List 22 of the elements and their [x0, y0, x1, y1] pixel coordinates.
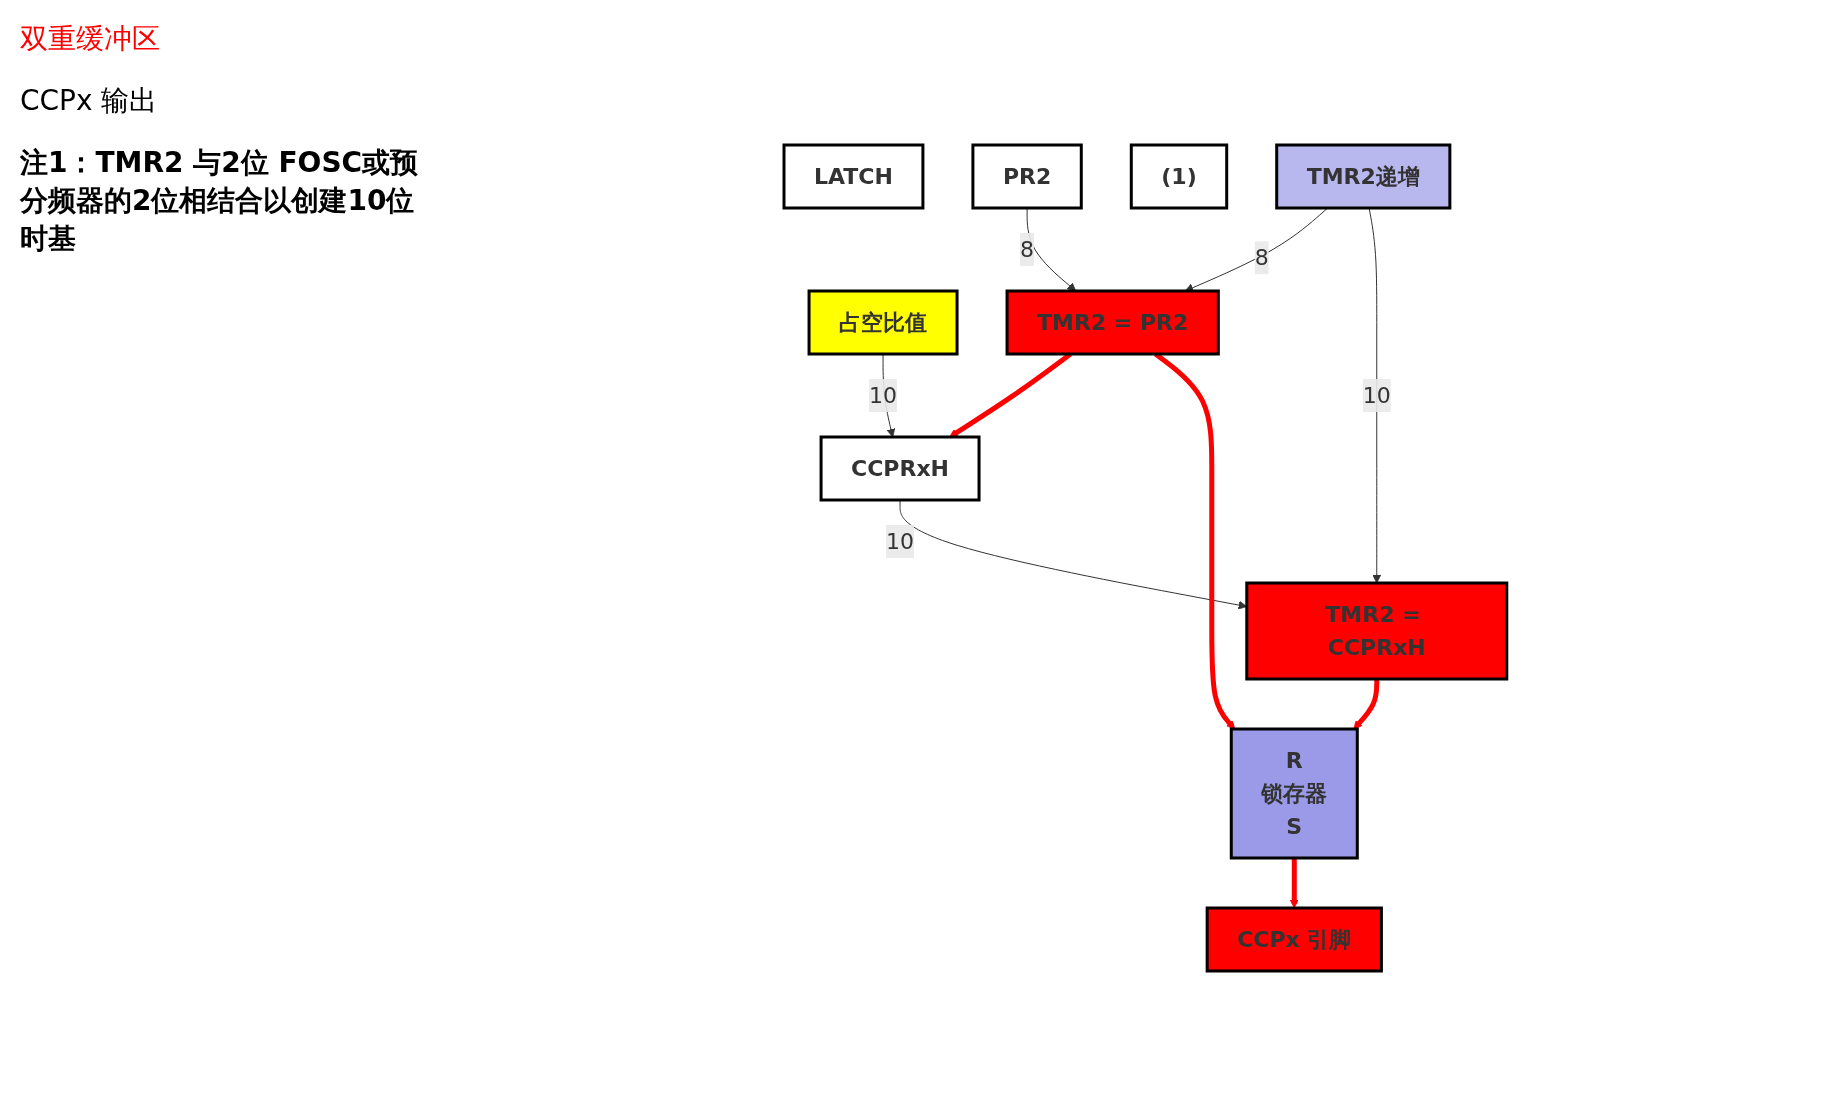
arrow	[1289, 857, 1299, 908]
buffer-label: 双重缓冲区	[20, 21, 161, 57]
edge-label: 8	[1019, 236, 1034, 262]
edge-label: 10	[1362, 382, 1391, 408]
arrow	[899, 499, 1247, 609]
waveform-label: CCPx 输出	[20, 83, 159, 119]
edge-label: 10	[885, 528, 914, 554]
node-box: TMR2 = PR2	[1005, 289, 1220, 355]
node-box: (1)	[1129, 143, 1228, 209]
node-box: CCPRxH	[819, 435, 981, 501]
node-box: TMR2 = CCPRxH	[1244, 581, 1508, 680]
arrow	[1368, 207, 1381, 583]
node-box: LATCH	[782, 143, 924, 209]
footnote-text: 注1：TMR2 与2位 FOSC或预分频器的2位相结合以创建10位时基	[20, 145, 420, 257]
node-box: TMR2递增	[1274, 143, 1451, 209]
arrow	[1352, 678, 1379, 729]
edge-label: 8	[1254, 244, 1269, 270]
node-box: R 锁存器 S	[1229, 727, 1359, 859]
edge-label: 10	[868, 382, 897, 408]
node-box: PR2	[971, 143, 1083, 209]
node-box: CCPx 引脚	[1205, 906, 1383, 972]
node-box: 占空比值	[807, 289, 959, 355]
